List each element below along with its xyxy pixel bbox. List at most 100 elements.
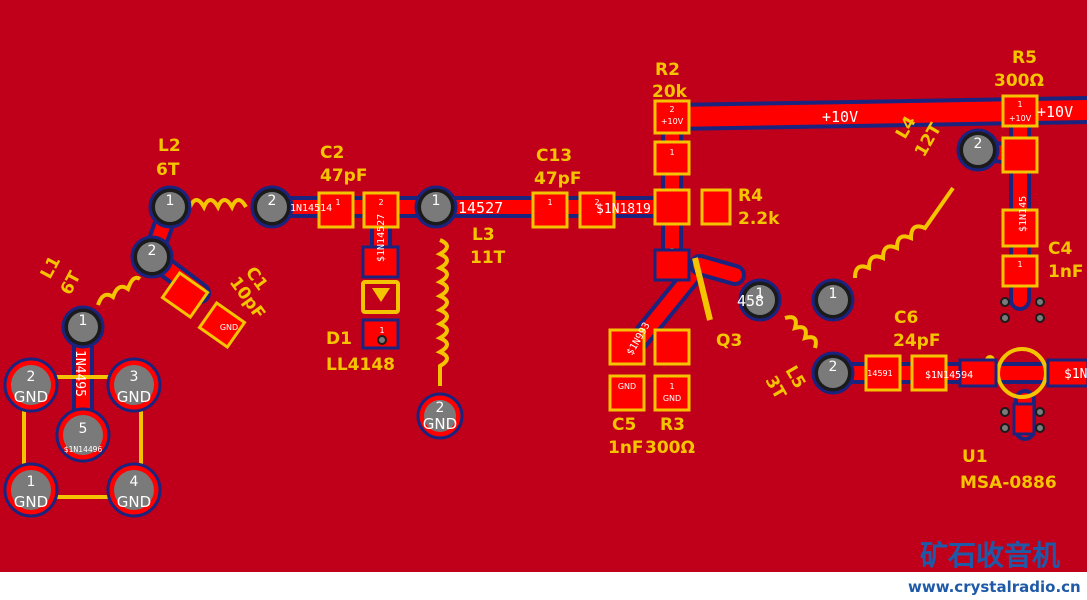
net-1n4495: 1N4495 xyxy=(72,350,87,397)
l2-pad-2[interactable] xyxy=(250,185,294,229)
r4-pad-2[interactable] xyxy=(700,188,732,226)
r3-ref: R3 xyxy=(660,415,685,435)
l1-pad-1[interactable] xyxy=(61,305,105,349)
th-pads[interactable] xyxy=(3,128,1000,518)
l1-pad-2-num: 2 xyxy=(148,243,157,259)
c5-value: 1nF xyxy=(608,438,644,458)
connector-pad-2-net: GND xyxy=(14,388,48,406)
u1-pad-bottom[interactable] xyxy=(1012,402,1036,436)
l4-pad-2[interactable] xyxy=(956,128,1000,172)
r5-value: 300Ω xyxy=(994,71,1044,91)
c6-value: 24pF xyxy=(893,331,940,351)
l3-pad-2-num: 2 xyxy=(436,400,445,416)
l3-pad-1[interactable] xyxy=(414,185,458,229)
c6-pad-2[interactable] xyxy=(864,354,902,392)
connector-pad-2-num: 2 xyxy=(27,369,36,385)
c2-ref: C2 xyxy=(320,143,344,163)
q3-pad-2-num: 1 xyxy=(829,286,838,302)
c4-pad-2[interactable] xyxy=(1001,208,1039,248)
d1-value: LL4148 xyxy=(326,355,395,375)
c4-pad-1[interactable] xyxy=(1001,254,1039,288)
q3-pad-2[interactable] xyxy=(811,278,855,322)
c5-pad-2[interactable] xyxy=(608,328,646,366)
r5-pad-1[interactable] xyxy=(1001,94,1039,128)
l3-pad-2-net: GND xyxy=(423,415,457,433)
r5-ref: R5 xyxy=(1012,48,1037,68)
smd-pads[interactable] xyxy=(160,94,1087,436)
net-1n145: $1N145 xyxy=(1018,196,1029,232)
c1-pad-2[interactable] xyxy=(160,270,210,320)
l5-pad-2[interactable] xyxy=(811,351,855,395)
c2-pad-1[interactable] xyxy=(317,191,355,229)
connector-pad-4[interactable] xyxy=(106,462,162,518)
c13-ref: C13 xyxy=(536,146,572,166)
connector-pad-5[interactable] xyxy=(55,407,111,463)
d1-pad-top[interactable] xyxy=(361,245,400,279)
watermark: 矿石收音机 www.crystalradio.cn xyxy=(908,539,1081,596)
c4-pad-1-num: 1 xyxy=(1017,260,1022,269)
connector-pad-3[interactable] xyxy=(106,357,162,413)
d1-ref: D1 xyxy=(326,329,352,349)
net-1n14514: 1N14514 xyxy=(290,203,332,214)
net-1n14527: $1N14527 xyxy=(376,214,387,262)
c6-pad-1[interactable] xyxy=(910,354,948,392)
l1-pad-2[interactable] xyxy=(130,235,174,279)
l2-pad-1-num: 1 xyxy=(166,193,175,209)
q3-pad-1[interactable] xyxy=(738,278,782,322)
c5-pad-1[interactable] xyxy=(608,374,646,412)
r-pad-mid[interactable] xyxy=(653,248,691,282)
r3-pad-2[interactable] xyxy=(653,328,691,366)
l3-ref: L3 xyxy=(472,225,495,245)
watermark-title: 矿石收音机 xyxy=(920,539,1060,572)
l2-pad-1[interactable] xyxy=(148,185,192,229)
connector-pad-1[interactable] xyxy=(3,462,59,518)
c4-ref: C4 xyxy=(1048,239,1072,259)
u1-pad-left[interactable] xyxy=(958,358,998,388)
l2-ref: L2 xyxy=(158,136,181,156)
l2-value: 6T xyxy=(156,160,180,180)
r2-pad-2[interactable] xyxy=(653,99,691,135)
c2-pad-2-num: 2 xyxy=(378,198,383,207)
net-1n-u1: $1N xyxy=(1064,367,1087,382)
connector-pad-5-net: $1N14496 xyxy=(64,445,103,454)
c13-pad-2[interactable] xyxy=(578,191,616,229)
pad-numbers: 1 2 2 1 1 2 GND 2 GND 3 GND 5 $1N14496 1… xyxy=(14,100,1032,511)
connector-pad-4-net: GND xyxy=(117,493,151,511)
c2-value: 47pF xyxy=(320,166,367,186)
watermark-url: www.crystalradio.cn xyxy=(908,578,1081,596)
copper-pour xyxy=(0,0,1087,572)
r3-pad-1[interactable] xyxy=(653,374,691,412)
r2-pad-1-num: 1 xyxy=(669,148,674,157)
d1-pad-bottom-num: 1 xyxy=(379,326,384,335)
l3-pad-2[interactable] xyxy=(416,392,464,440)
c5-ref: C5 xyxy=(612,415,636,435)
q3-ref: Q3 xyxy=(716,331,742,351)
q3-pad-1-num: 1 xyxy=(756,286,765,302)
net-labels: +10V +10V 14527 $1N1819 1N14514 $1N14594… xyxy=(72,103,1087,397)
r2-pad-1[interactable] xyxy=(653,140,691,176)
c2-pad-2[interactable] xyxy=(362,191,400,229)
c13-pad-2-num: 2 xyxy=(594,198,599,207)
c4-value: 1nF xyxy=(1048,262,1084,282)
c6-ref: C6 xyxy=(894,308,918,328)
connector-pad-3-net: GND xyxy=(117,388,151,406)
u1-value: MSA-0886 xyxy=(960,473,1057,493)
connector-pad-1-net: GND xyxy=(14,493,48,511)
net-plus10v-trace: +10V xyxy=(822,108,858,126)
net-plus10v-r5: +10V xyxy=(1037,103,1073,121)
c1-pad-1[interactable] xyxy=(197,300,247,350)
net-1n14594: $1N14594 xyxy=(925,370,973,381)
vias xyxy=(377,297,1045,433)
u1-ref: U1 xyxy=(962,447,988,467)
r4-pad-1[interactable] xyxy=(653,188,691,226)
c5-pad-1-net: GND xyxy=(618,382,636,391)
net-1n1819: $1N1819 xyxy=(596,202,651,217)
r5-pad-1-net: +10V xyxy=(1009,114,1032,123)
r3-pad-1-num: 1 xyxy=(669,382,674,391)
connector-pad-2[interactable] xyxy=(3,357,59,413)
u1-pad-right[interactable] xyxy=(1046,358,1087,388)
r5-pad-2[interactable] xyxy=(1001,136,1039,174)
c13-pad-1[interactable] xyxy=(531,191,569,229)
net-458: 458 xyxy=(737,292,764,310)
